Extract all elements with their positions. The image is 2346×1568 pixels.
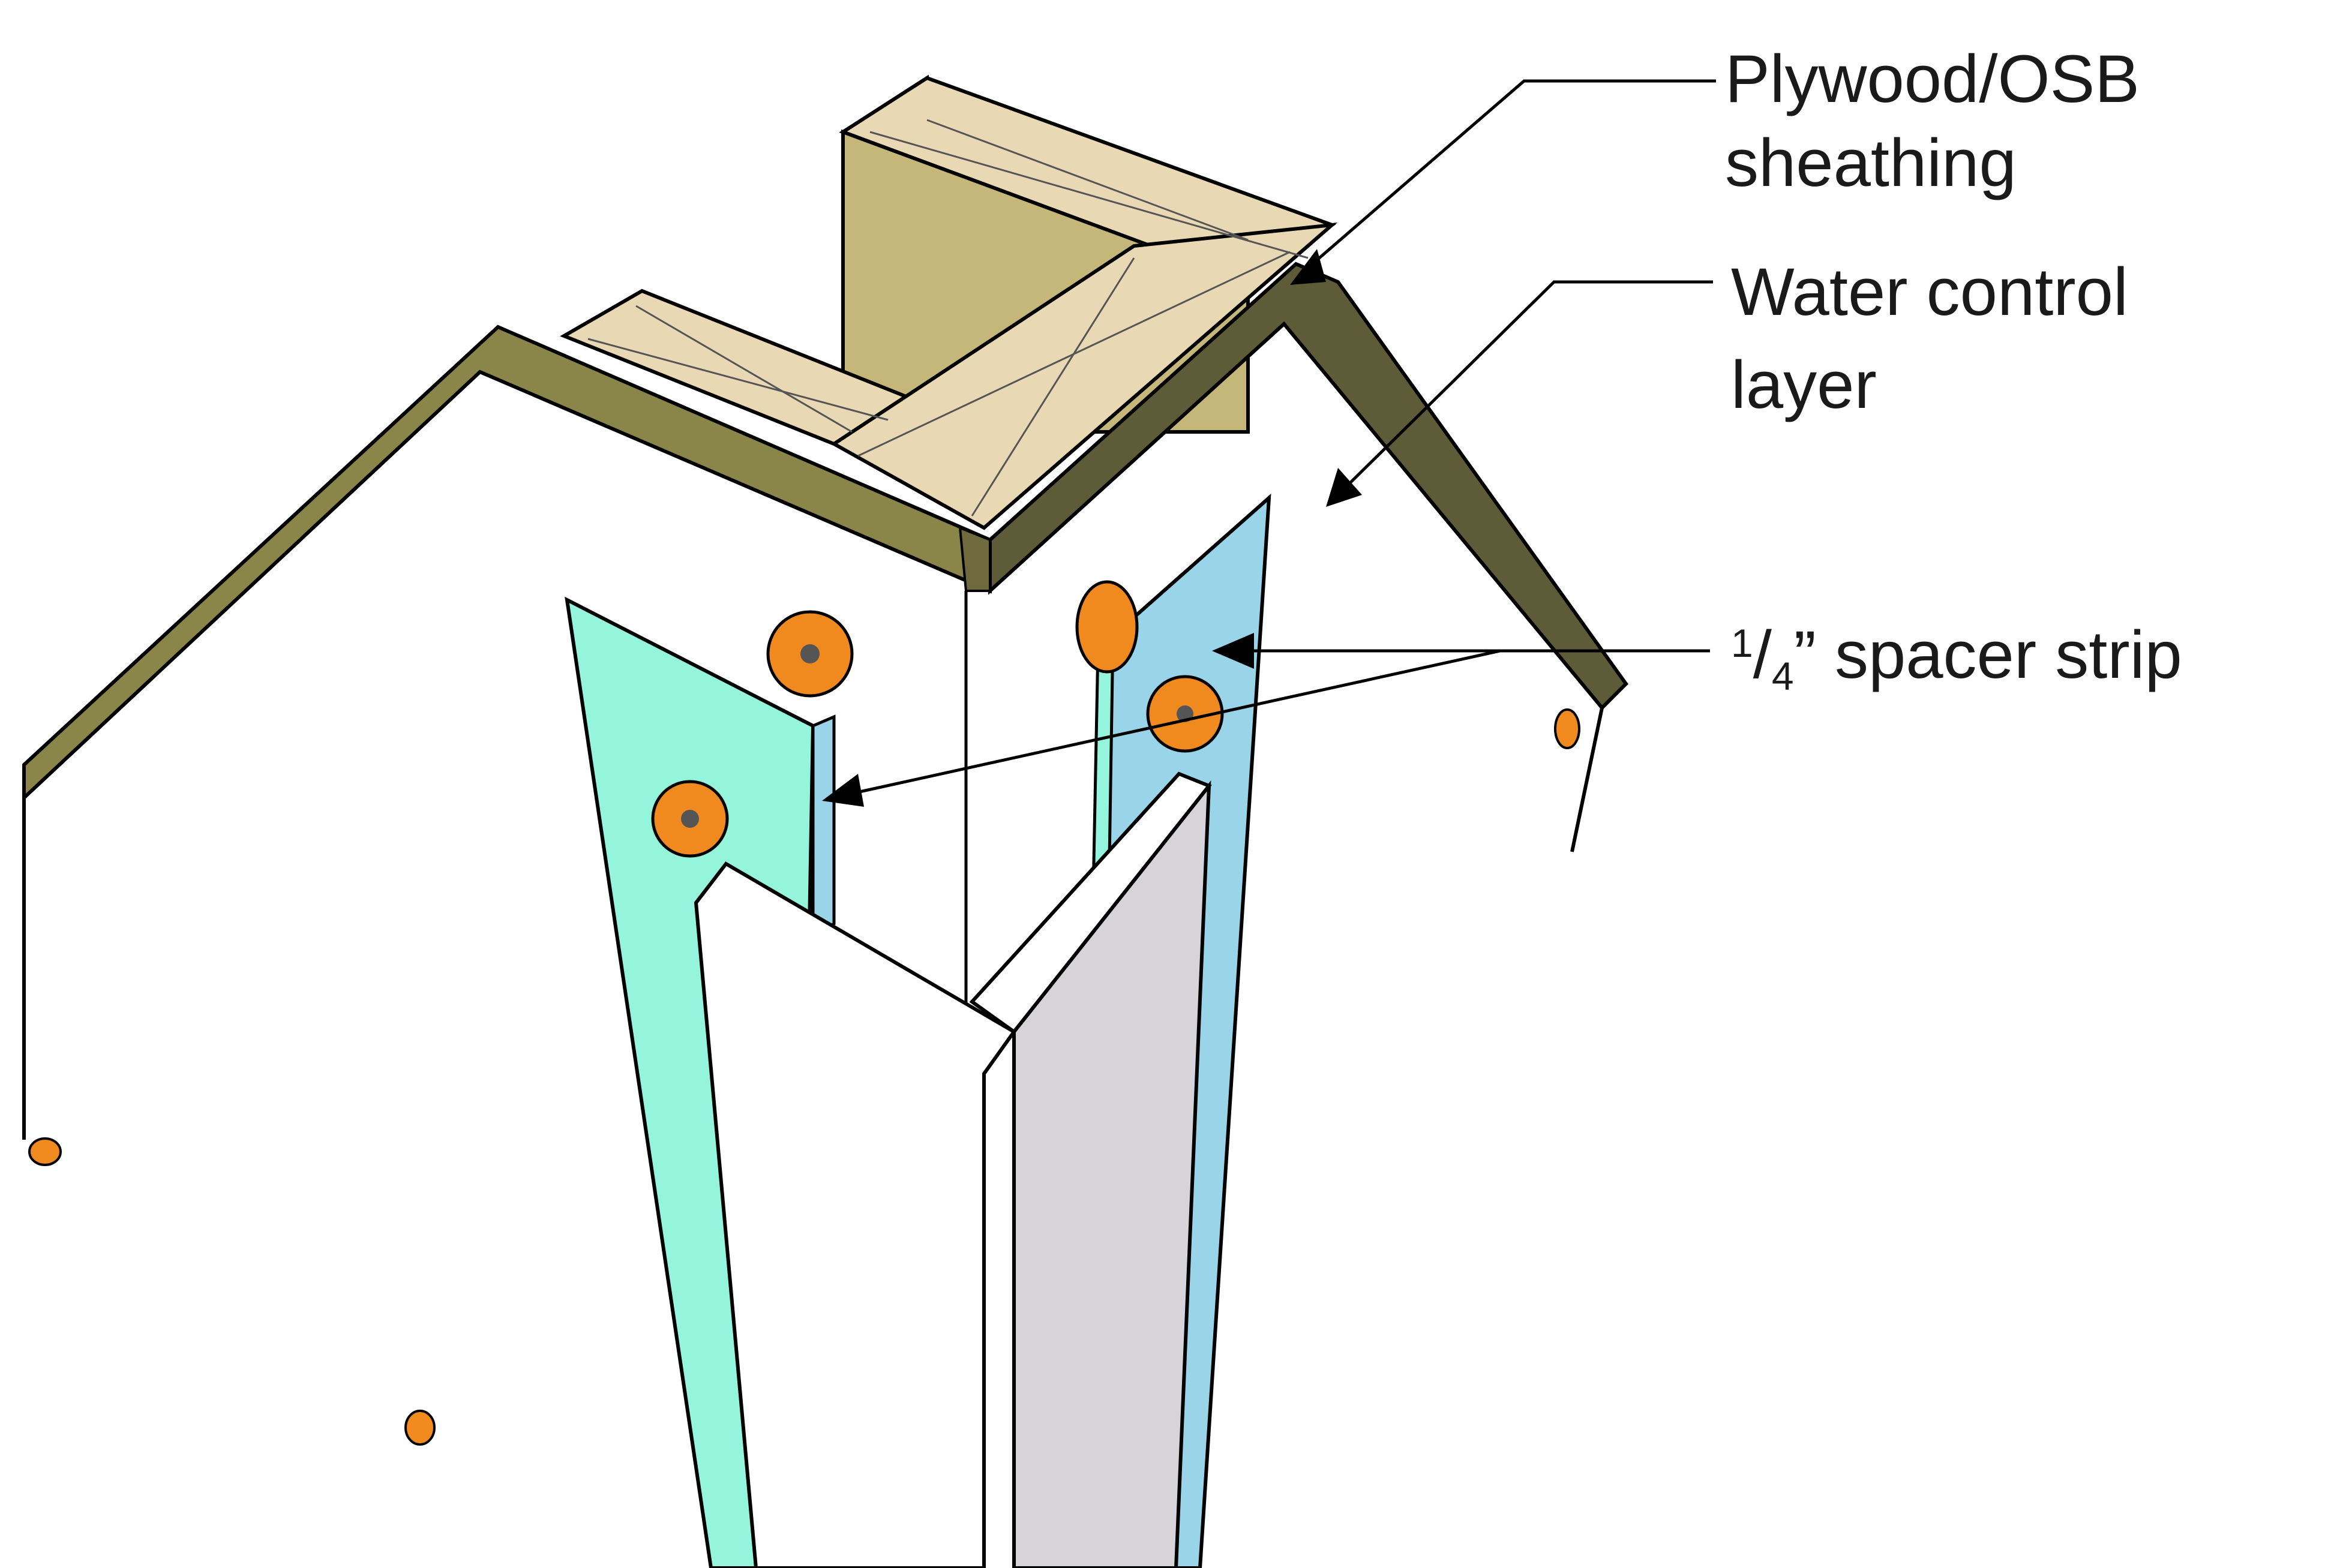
right-wall-edge (1570, 707, 1604, 852)
labels: Plywood/OSB sheathing Water control laye… (1725, 41, 2182, 698)
fastener-icon (766, 610, 854, 698)
sheathing-label-line2: sheathing (1725, 125, 2017, 200)
arrow-icon (1290, 249, 1326, 285)
water-label-line1: Water control (1731, 254, 2128, 329)
sheathing-leader (1301, 79, 1716, 274)
front-stud-top (830, 223, 1338, 530)
sheathing (22, 262, 1628, 802)
fastener-icon (28, 1137, 62, 1166)
water-leader (1343, 280, 1713, 490)
arrow-icon (1326, 468, 1362, 507)
fastener-icon (651, 780, 729, 858)
leader-lines (845, 79, 1716, 797)
sheathing-label-line1: Plywood/OSB (1725, 41, 2140, 116)
fastener-icon (1554, 708, 1580, 749)
fastener-icon (404, 1410, 436, 1446)
spacer-label-numerator: 1 (1731, 621, 1753, 665)
leader-arrowheads (822, 249, 1362, 807)
spacer-label-slash: / (1753, 617, 1772, 692)
trim-right-top (969, 771, 1212, 1035)
sheathing-corner-cap (958, 525, 991, 592)
spacer-label: 1/4” spacer strip (1731, 617, 2182, 698)
arrow-icon (1212, 633, 1254, 669)
right-sheathing-edge (988, 262, 1628, 711)
water-label-line2: layer (1731, 347, 1877, 422)
corner-trim (694, 771, 1212, 1568)
spacer-leader-left (845, 649, 1501, 797)
framing-studs (560, 74, 1338, 530)
wood-grain (587, 119, 1309, 516)
spacer-label-text: ” spacer strip (1794, 617, 2182, 692)
spacer-label-denominator: 4 (1772, 654, 1794, 698)
fastener-icon (1075, 580, 1139, 674)
fasteners (28, 580, 1580, 1446)
left-spacer-strip-edge (811, 714, 836, 939)
arrow-icon (822, 774, 864, 807)
